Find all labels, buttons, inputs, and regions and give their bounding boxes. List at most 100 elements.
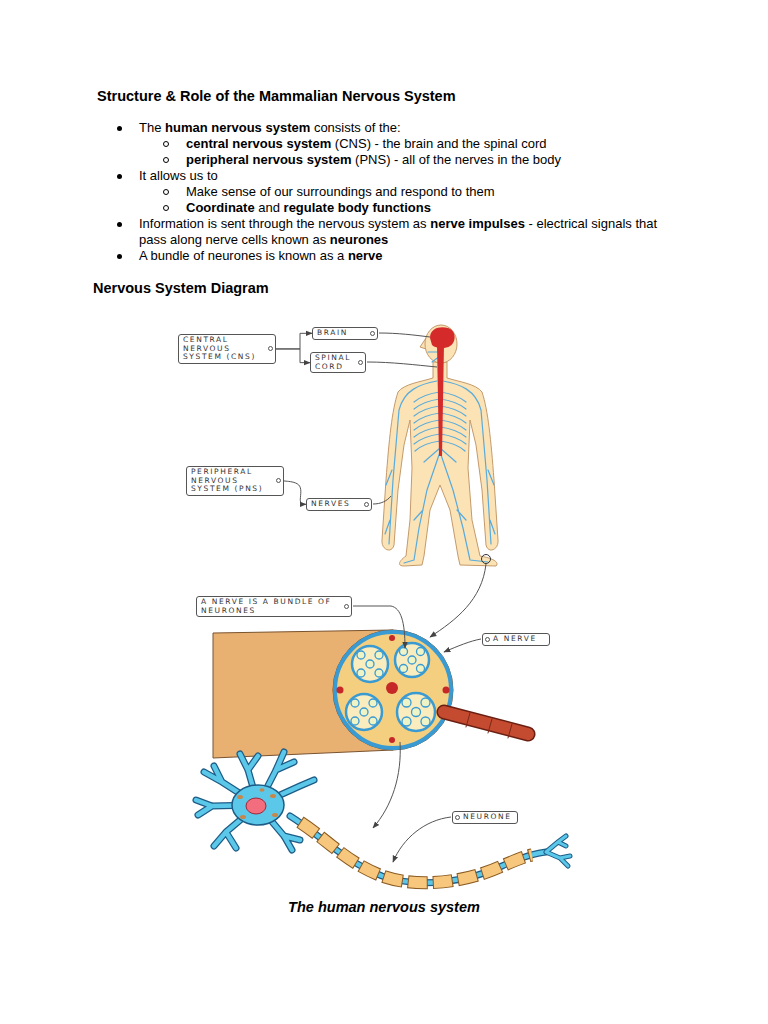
bold-term: regulate body functions xyxy=(284,200,431,215)
bold-term: peripheral nervous system xyxy=(186,152,351,167)
leader-lines xyxy=(373,496,391,504)
leader-lines xyxy=(379,333,430,337)
nerve-cross-section xyxy=(375,651,383,659)
connector-arrow xyxy=(276,349,310,363)
neurone-drawing xyxy=(270,794,276,798)
nerve-cross-section xyxy=(369,717,377,725)
bold-term: neurones xyxy=(330,232,389,247)
nerve-network xyxy=(404,448,488,563)
tag-text: BRAIN xyxy=(317,329,367,338)
leader-lines xyxy=(353,333,486,862)
bullet-text: Make sense of our surroundings and respo… xyxy=(186,184,495,199)
neurone-drawing xyxy=(272,813,278,817)
nerve-cross-section xyxy=(337,687,344,694)
nerve-cross-section xyxy=(402,698,411,707)
nerve-cross-section xyxy=(333,630,453,750)
nerve-cross-section xyxy=(366,660,374,668)
tag-eyelet xyxy=(364,502,369,507)
tag-eyelet xyxy=(344,604,349,609)
nerve-cross-section xyxy=(412,708,421,717)
tag-text: CENTRAL NERVOUS SYSTEM (CNS) xyxy=(183,336,265,362)
nerve-cross-section xyxy=(466,713,512,738)
connector-arrow xyxy=(284,481,306,504)
nerve-cross-section xyxy=(369,699,377,707)
nerve-cross-section xyxy=(389,737,395,743)
bullet-marker xyxy=(117,222,122,227)
nerve-cross-section xyxy=(386,682,398,694)
nerve-cross-section xyxy=(346,643,435,731)
tag-eyelet xyxy=(276,478,281,483)
bullet-list: Thehuman nervous systemconsists of the:c… xyxy=(0,120,768,264)
page-title: Structure & Role of the Mammalian Nervou… xyxy=(97,87,456,105)
bullet-marker xyxy=(117,126,122,131)
bullet-line: A bundle of neurones is known as anerve xyxy=(139,248,659,264)
nerve-cross-section xyxy=(346,694,382,730)
bullet-item: peripheral nervous system (PNS) - all of … xyxy=(0,152,768,168)
bullet-item: Make sense of our surroundings and respo… xyxy=(0,184,768,200)
bullet-text: (PNS) - all of the nerves in the body xyxy=(355,152,561,167)
neurone-drawing xyxy=(196,752,570,883)
nerve-cross-section xyxy=(352,646,388,682)
tag-eyelet xyxy=(268,346,273,351)
figure-caption: The human nervous system xyxy=(0,898,768,916)
connector-arrow xyxy=(276,333,312,349)
tag-label: A NERVE IS A BUNDLE OF NEURONES xyxy=(196,596,352,617)
bullet-marker xyxy=(163,141,169,147)
tag-label: NEURONE xyxy=(452,811,518,824)
brain-and-spinal-cord xyxy=(437,344,444,456)
neurone-drawing xyxy=(260,788,265,792)
bold-term: Coordinate xyxy=(186,200,255,215)
brain-and-spinal-cord xyxy=(430,327,455,456)
tag-label: PERIPHERAL NERVOUS SYSTEM (PNS) xyxy=(186,466,284,496)
neurone-drawing xyxy=(237,795,243,799)
bullet-item: Coordinateandregulate body functions xyxy=(0,200,768,216)
bullet-line: Information is sent through the nervous … xyxy=(139,216,659,248)
section-heading: Nervous System Diagram xyxy=(93,279,269,297)
tag-eyelet xyxy=(485,637,490,642)
leader-lines xyxy=(367,362,437,367)
bullet-text: The xyxy=(139,120,161,135)
nerve-cross-section xyxy=(213,630,528,758)
tag-text: NEURONE xyxy=(463,813,513,822)
tag-text: NERVES xyxy=(311,500,361,509)
bold-term: nerve impulses xyxy=(430,216,525,231)
nerve-cross-section xyxy=(421,717,430,726)
nerve-cross-section xyxy=(357,651,365,659)
nerve-cross-section xyxy=(335,632,451,748)
nerve-cross-section xyxy=(337,635,450,743)
leader-lines xyxy=(373,742,400,828)
nerve-cross-section xyxy=(444,712,528,734)
nerve-cross-section xyxy=(417,648,425,656)
tag-label: SPINAL CORD xyxy=(310,352,366,373)
neurone-drawing xyxy=(196,752,314,850)
nerve-cross-section xyxy=(357,669,365,677)
bullet-text: Information is sent through the nervous … xyxy=(139,216,427,231)
bullet-line: Make sense of our surroundings and respo… xyxy=(186,184,666,200)
bullet-item: It allows us to xyxy=(0,168,768,184)
tag-text: SPINAL CORD xyxy=(315,354,355,371)
bullet-item: Information is sent through the nervous … xyxy=(0,216,768,248)
nerve-cross-section xyxy=(351,717,359,725)
bullet-marker xyxy=(117,174,122,179)
neurone-drawing xyxy=(240,815,246,819)
neurone-drawing xyxy=(546,836,570,866)
bullet-marker xyxy=(163,157,169,163)
bullet-text: consists of the: xyxy=(314,120,401,135)
neurone-drawing xyxy=(546,836,570,866)
tag-text: PERIPHERAL NERVOUS SYSTEM (PNS) xyxy=(191,468,273,494)
leader-lines xyxy=(444,639,481,652)
bullet-marker xyxy=(163,189,169,195)
bullet-line: It allows us to xyxy=(139,168,659,184)
nerve-cross-section xyxy=(351,699,359,707)
bullet-line: peripheral nervous system (PNS) - all of … xyxy=(186,152,666,168)
leader-lines xyxy=(430,564,486,637)
tag-eyelet xyxy=(358,360,363,365)
tag-text: A NERVE xyxy=(493,635,545,644)
bullet-item: A bundle of neurones is known as anerve xyxy=(0,248,768,264)
tag-label: A NERVE xyxy=(482,633,550,646)
bullet-marker xyxy=(163,205,169,211)
bullet-text: It allows us to xyxy=(139,168,218,183)
neurone-drawing xyxy=(196,752,314,850)
bullet-line: Thehuman nervous systemconsists of the: xyxy=(139,120,659,136)
